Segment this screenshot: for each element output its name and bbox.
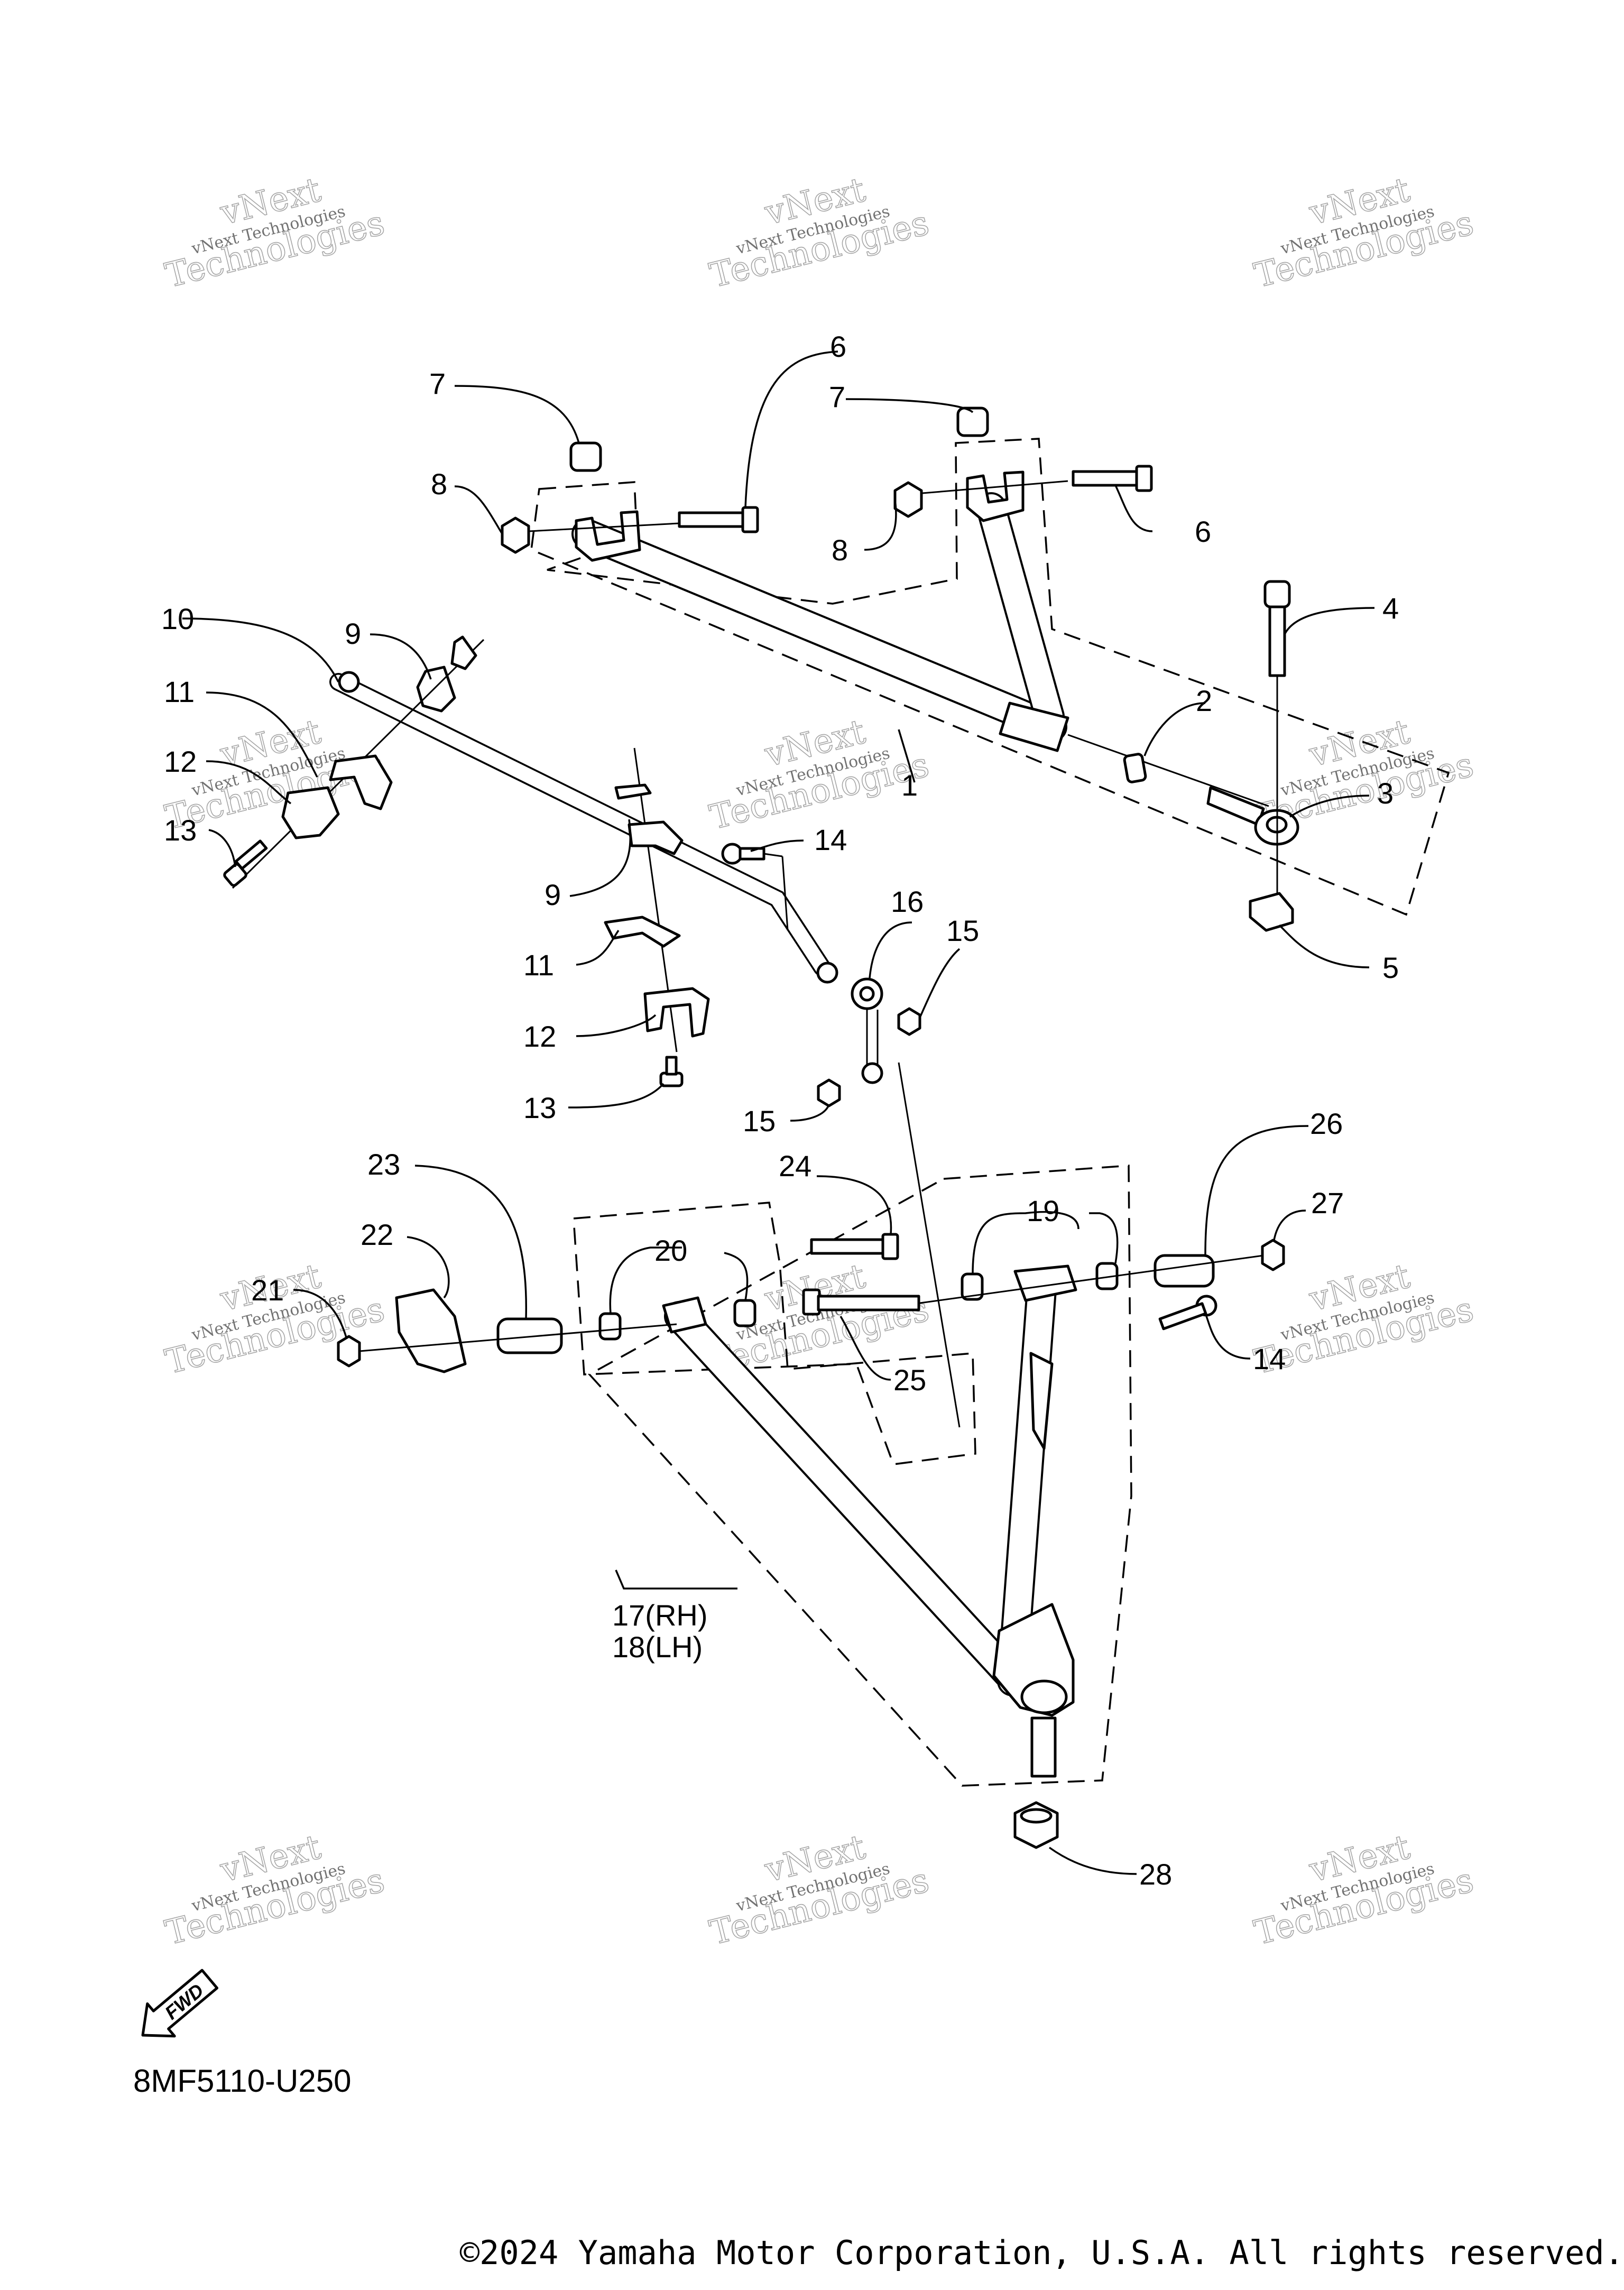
link-nut-lower [817,1078,841,1107]
callout-1: 1 [901,769,918,802]
diagram-code: 8MF5110-U250 [133,2063,352,2099]
watermark: Technologies vNext vNext Technologies [706,712,933,838]
upper-arm-group-outline [530,438,1450,916]
callout-6-front: 6 [830,330,846,363]
watermark: Technologies vNext vNext Technologies [161,170,389,296]
callout-7-front: 7 [429,367,446,400]
watermark-group: Technologies vNext vNext Technologies Te… [161,170,1478,1953]
rear-axis-line [919,1254,1264,1304]
front-axis-line [359,1323,677,1352]
stabilizer-holder-center [604,747,710,1052]
watermark: Technologies vNext vNext Technologies [706,170,933,296]
callout-15-lower: 15 [743,1104,776,1138]
callout-16: 16 [891,885,924,918]
stabilizer-bracket-left [281,754,393,839]
copyright-notice: ©2024 Yamaha Motor Corporation, U.S.A. A… [459,2233,1624,2272]
callout-19: 19 [1027,1194,1059,1227]
callout-12-center: 12 [523,1020,556,1053]
ball-joint-bushing [1123,753,1147,783]
front-collar [496,1317,563,1354]
rear-collar [1154,1254,1215,1288]
callout-22: 22 [361,1218,393,1251]
stabilizer-joint-bolt [721,843,789,931]
upper-bolt-front [678,506,759,533]
lower-link-bolt [1158,1295,1217,1331]
callout-8-front: 8 [431,467,447,501]
fwd-arrow: FWD [141,1969,219,2038]
ball-joint-bolt [1263,580,1291,899]
callout-9-center: 9 [545,878,561,911]
callout-4: 4 [1382,592,1399,625]
callout-26: 26 [1310,1107,1343,1140]
callout-8-rear: 8 [832,533,848,567]
holder-bolt-left [223,839,268,887]
callout-5: 5 [1382,951,1399,984]
watermark: Technologies vNext vNext Technologies [706,1827,933,1953]
ball-joint-collar [1249,892,1294,932]
callout-3: 3 [1377,777,1394,810]
callout-23: 23 [367,1148,400,1181]
link-nut-upper [897,1007,921,1036]
callout-11-left: 11 [164,675,195,708]
leader-lines [182,350,1375,1875]
callout-10: 10 [161,602,194,635]
watermark: Technologies vNext vNext Technologies [161,1827,389,1953]
watermark: Technologies vNext vNext Technologies [1250,170,1478,296]
front-bushing-2 [733,1299,756,1327]
front-bracket [395,1288,467,1373]
callout-7-rear: 7 [829,380,845,413]
callout-2: 2 [1196,684,1212,717]
callout-18-lh: 18(LH) [612,1630,703,1664]
lower-a-arm [662,1264,1077,1778]
callout-24: 24 [779,1149,811,1183]
callout-20: 20 [654,1234,687,1267]
callout-21: 21 [251,1273,284,1307]
nut-front [501,516,530,554]
callout-14-upper: 14 [814,823,847,856]
callout-labels: 1 2 3 4 5 6 6 7 7 8 8 9 9 10 11 11 12 12… [161,330,1399,1891]
callout-15-upper: 15 [946,914,979,947]
callout-27: 27 [1311,1186,1344,1220]
callout-14-lower: 14 [1253,1342,1286,1375]
rear-nut [1261,1239,1285,1271]
callout-17-rh: 17(RH) [612,1599,707,1632]
front-bushing-1 [598,1312,622,1341]
stabilizer-link [851,977,961,1428]
callout-13-left: 13 [164,814,197,847]
upper-bushing-rear [956,407,989,437]
stabilizer-bar [329,671,838,984]
nut-rear [893,481,923,518]
callout-9-left: 9 [345,617,361,650]
callout-6-rear: 6 [1195,515,1211,548]
lower-bolt-upper [810,1233,899,1260]
callout-28: 28 [1139,1858,1172,1891]
lower-arm-front-bushing-outline [573,1202,976,1465]
upper-a-arm [528,470,1269,807]
holder-bolt-center [659,1056,684,1087]
front-nut [337,1335,361,1368]
callout-12-left: 12 [164,745,197,778]
callout-13-center: 13 [523,1091,556,1124]
watermark: Technologies vNext vNext Technologies [1250,1827,1478,1953]
callout-25: 25 [893,1363,926,1397]
ball-joint-nut [1013,1801,1059,1849]
lower-bolt-lower [802,1288,920,1316]
lower-arm-rear-bushing-outline [588,1165,1132,1787]
upper-bushing-front [569,441,602,472]
upper-bolt-rear [1072,465,1153,492]
callout-11-center: 11 [523,948,554,982]
